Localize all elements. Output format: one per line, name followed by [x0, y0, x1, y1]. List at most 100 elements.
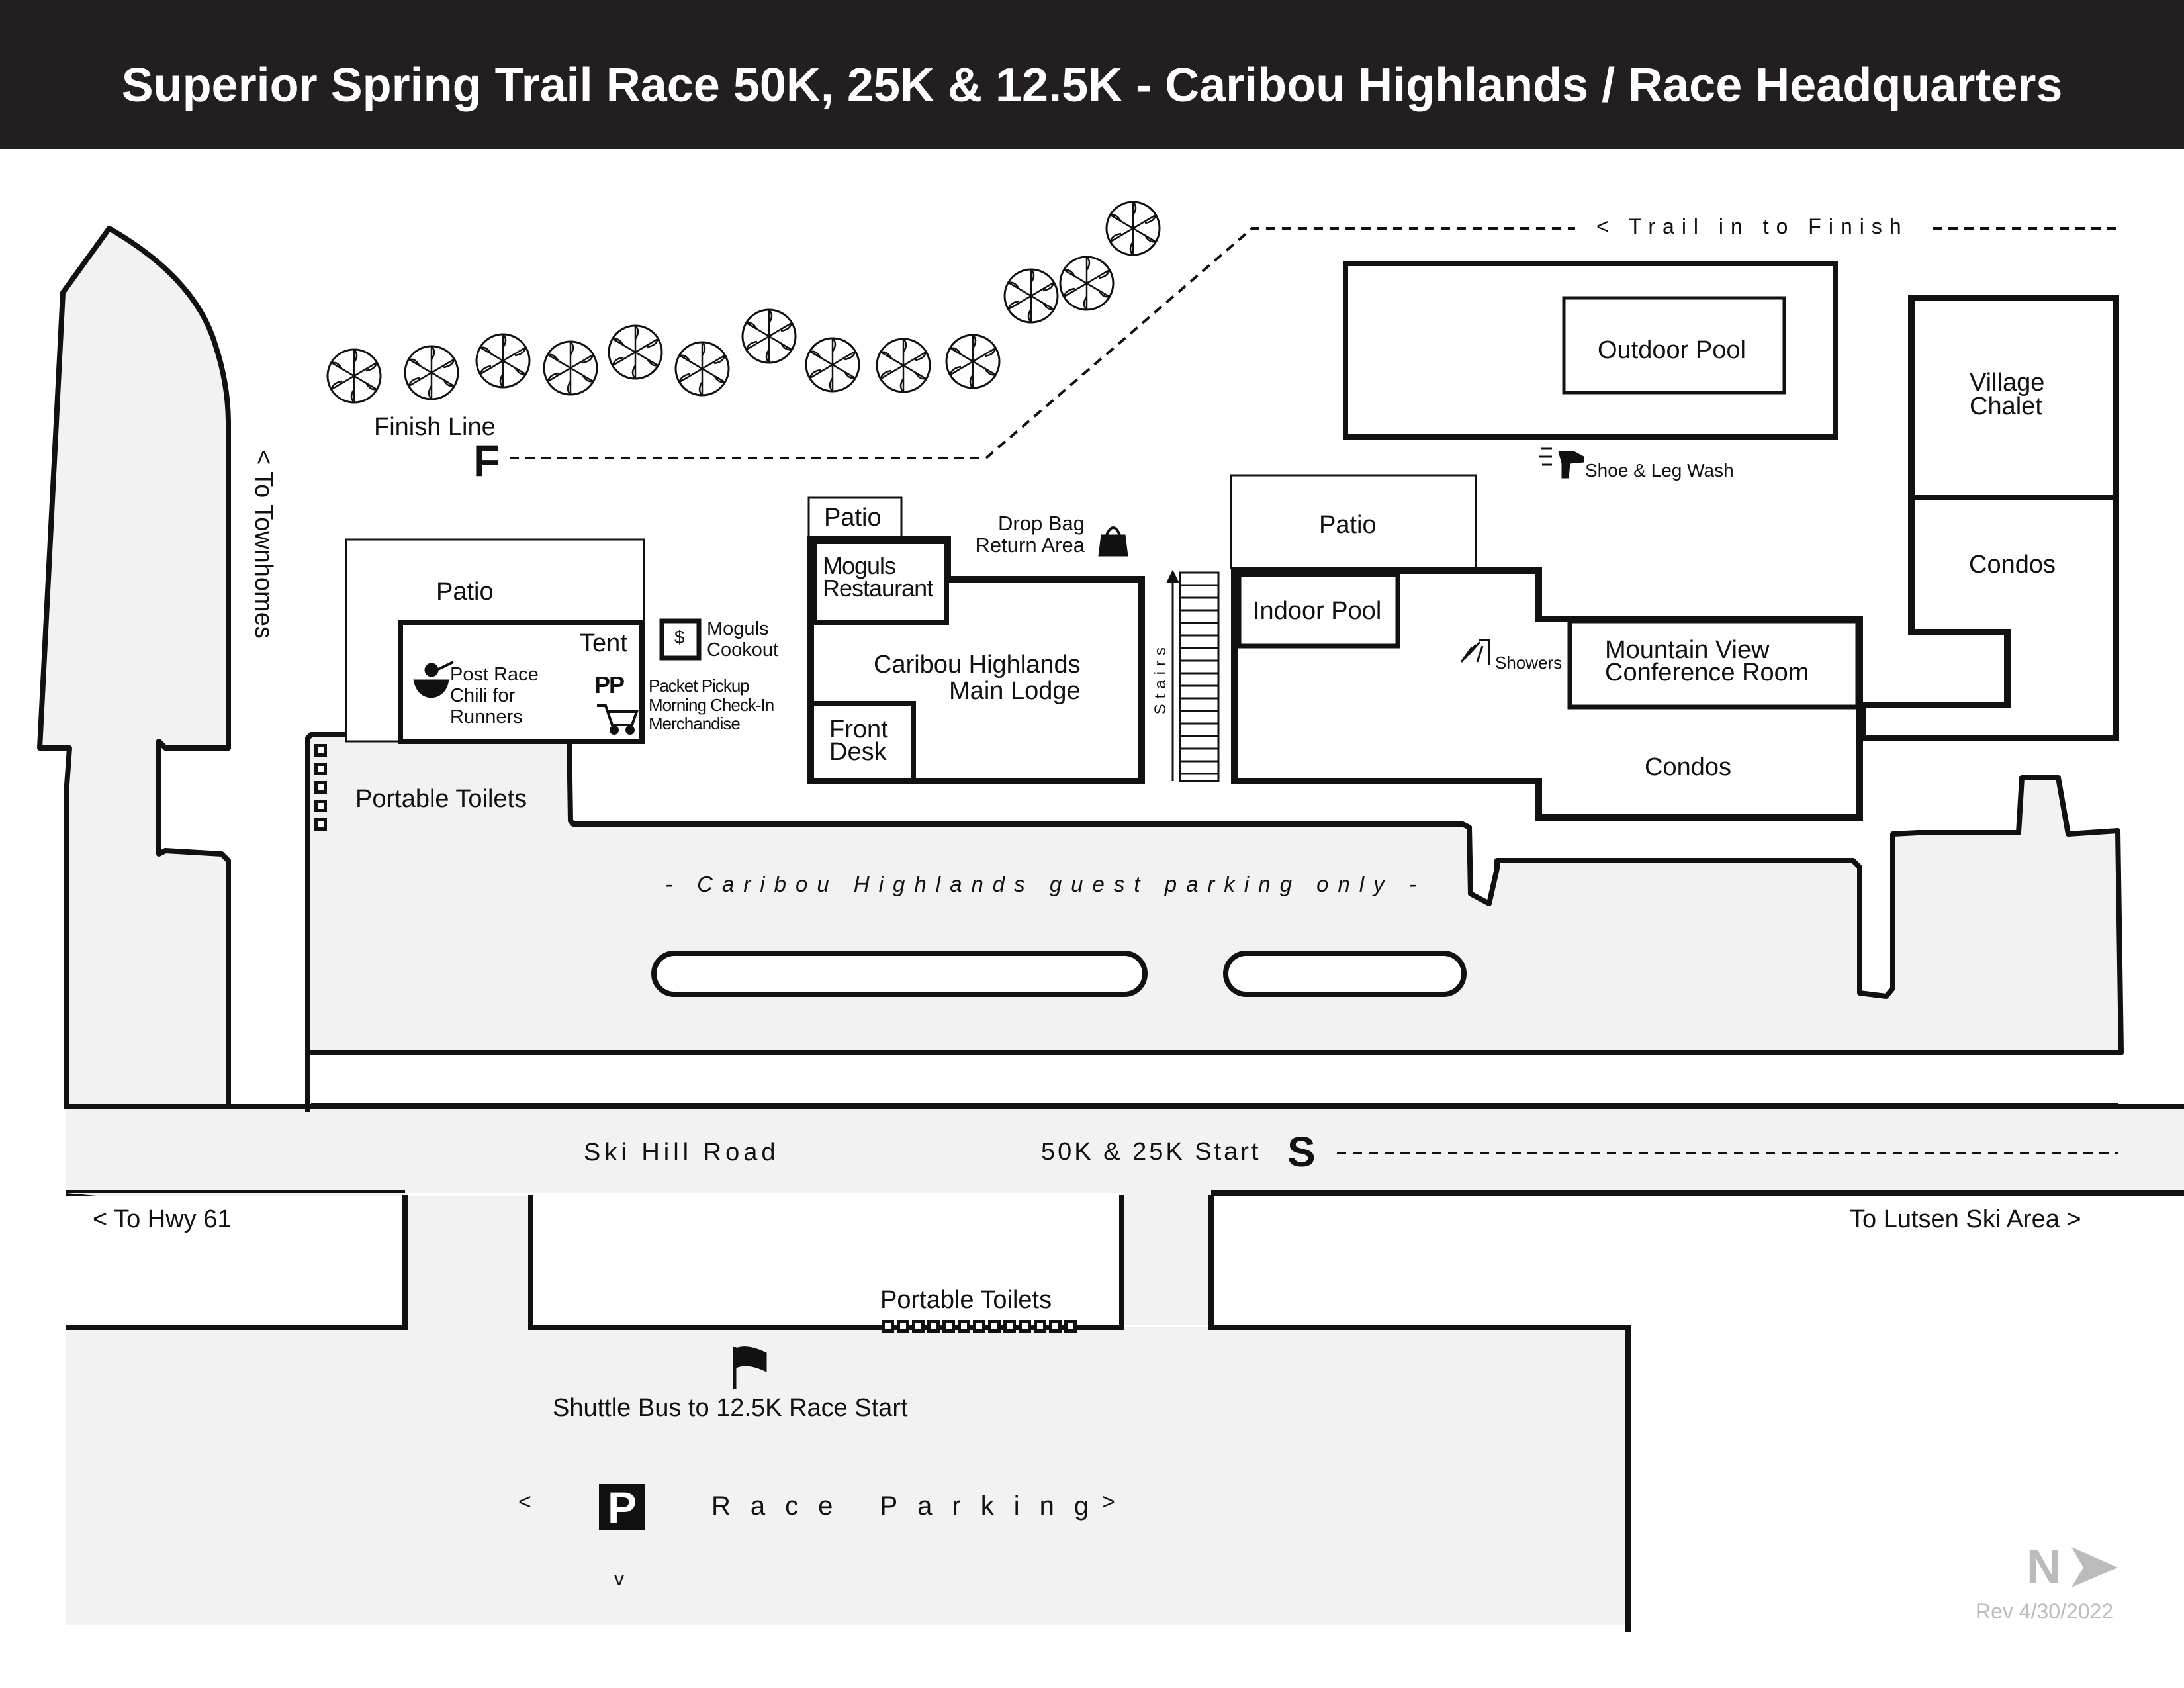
indoor-pool — [1236, 572, 1400, 649]
start-label: 50K & 25K Start — [1041, 1138, 1261, 1166]
condos-lower-label: Condos — [1645, 753, 1731, 781]
cookout-box — [659, 618, 702, 661]
finish-flag-icon: F — [473, 436, 500, 485]
conference-room — [1567, 618, 1860, 710]
buildings — [345, 261, 2119, 821]
townhomes-road — [37, 226, 231, 1109]
village-chalet-label: Village Chalet — [1970, 369, 2045, 419]
chalet-line-1: Village — [1970, 369, 2045, 397]
packet-line-3: Merchandise — [649, 714, 741, 734]
main-lodge-line-1: Caribou Highlands — [874, 651, 1081, 679]
patio-left-label: Patio — [436, 578, 494, 606]
patio-moguls — [807, 496, 903, 540]
shopping-cart-icon — [597, 704, 639, 735]
toilet-icon — [1034, 1320, 1046, 1333]
drop-bag-label: Drop Bag Return Area — [973, 512, 1085, 556]
condos-right-label: Condos — [1969, 551, 2056, 579]
tent — [398, 620, 645, 744]
indoor-pool-label: Indoor Pool — [1253, 597, 1382, 625]
bowl-icon — [413, 661, 454, 698]
portable-toilets-left — [313, 743, 334, 835]
tree-icon — [674, 341, 730, 397]
north-label: N — [2026, 1540, 2061, 1593]
village-chalet-complex — [1860, 295, 2119, 741]
cookout-line-1: Moguls — [707, 618, 769, 639]
to-hwy-label[interactable]: < To Hwy 61 — [93, 1205, 232, 1233]
stairs-label: Stairs — [1152, 642, 1169, 715]
header-banner: Superior Spring Trail Race 50K, 25K & 12… — [0, 0, 2184, 149]
restaurant-line-1: Moguls — [823, 552, 896, 579]
toilet-icon — [927, 1320, 940, 1333]
toilet-icon — [1064, 1320, 1077, 1333]
portable-toilets-bottom-label: Portable Toilets — [880, 1286, 1052, 1314]
tree-icon — [805, 337, 860, 393]
parking-right-arrow: > — [1102, 1489, 1115, 1515]
tree-icon — [475, 333, 531, 389]
guest-parking-label: - Caribou Highlands guest parking only - — [665, 872, 1426, 896]
tree-icon — [1003, 268, 1059, 324]
conference-room-label: Mountain View Conference Room — [1605, 636, 1809, 685]
toilet-icon — [1019, 1320, 1031, 1333]
front-desk-line-2: Desk — [829, 738, 887, 767]
parking-symbol: P — [608, 1483, 637, 1532]
median-island-1 — [651, 951, 1148, 997]
toilet-icon — [1003, 1320, 1016, 1333]
tree-icon — [1059, 256, 1115, 311]
packet-line-2: Morning Check-In — [649, 694, 774, 715]
portable-toilets-left-label: Portable Toilets — [355, 785, 527, 813]
trail-route — [510, 227, 2118, 1154]
tree-icon — [876, 338, 931, 393]
page-title: Superior Spring Trail Race 50K, 25K & 12… — [121, 59, 2063, 112]
finish-line-label: Finish Line — [374, 413, 496, 441]
toilet-icon — [314, 800, 327, 812]
packet-pickup-label: Packet Pickup Morning Check-In Merchandi… — [649, 677, 774, 733]
cookout-line-2: Cookout — [707, 639, 779, 661]
front-desk-label: Front Desk — [829, 716, 888, 767]
trail-in-label: < Trail in to Finish — [1596, 214, 1909, 238]
tree-icon — [608, 324, 663, 380]
patio-right-label: Patio — [1319, 511, 1377, 539]
front-desk-line-1: Front — [829, 716, 888, 743]
tree-icon — [326, 348, 382, 404]
parking-down-arrow: v — [614, 1568, 624, 1590]
tree-icon — [404, 345, 459, 400]
toilet-icon — [314, 744, 327, 757]
parking-icon — [599, 1484, 645, 1530]
tree-line — [326, 201, 1161, 404]
chili-line-1: Post Race — [450, 664, 539, 685]
toilet-icon — [942, 1320, 955, 1333]
median-island-2 — [1223, 951, 1467, 997]
main-lodge-label: Caribou Highlands Main Lodge — [874, 651, 1081, 705]
moguls-restaurant — [811, 539, 949, 625]
toilet-icon — [973, 1320, 985, 1333]
tree-icon — [741, 308, 797, 364]
to-lutsen-label[interactable]: To Lutsen Ski Area > — [1850, 1205, 2081, 1233]
shoe-wash-label: Shoe & Leg Wash — [1585, 460, 1734, 481]
toilet-icon — [897, 1320, 909, 1333]
toilet-icon — [988, 1320, 1001, 1333]
toilet-icon — [912, 1320, 925, 1333]
outdoor-pool — [1562, 296, 1786, 395]
toilet-icon — [958, 1320, 970, 1333]
toilet-icon — [314, 818, 327, 831]
to-townhomes-label[interactable]: < To Townhomes — [250, 450, 277, 639]
tree-icon — [543, 340, 598, 396]
moguls-restaurant-label: Moguls Restaurant — [823, 552, 933, 602]
north-arrow-icon — [2071, 1547, 2118, 1587]
restaurant-line-2: Restaurant — [823, 575, 933, 602]
conference-line-1: Mountain View — [1605, 636, 1770, 664]
race-parking-label: Race Parking — [711, 1491, 1109, 1521]
tent-label: Tent — [580, 630, 627, 657]
toilet-icon — [314, 781, 327, 794]
dollar-icon: $ — [674, 627, 685, 647]
chili-label: Post Race Chili for Runners — [450, 664, 539, 728]
toilet-icon — [314, 763, 327, 775]
map-icons — [413, 447, 2118, 1587]
hose-icon — [1539, 447, 1584, 479]
flag-icon — [733, 1346, 767, 1389]
revision-label: Rev 4/30/2022 — [1976, 1599, 2114, 1623]
packet-pickup-icon: PP — [594, 671, 625, 698]
start-marker: S — [1287, 1128, 1316, 1176]
showers-label: Showers — [1495, 653, 1563, 673]
